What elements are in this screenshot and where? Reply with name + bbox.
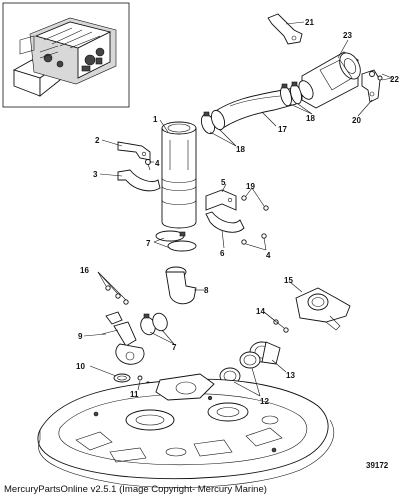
part-6-strap bbox=[205, 211, 245, 233]
part-2-bracket bbox=[117, 141, 151, 161]
part-12-gaskets bbox=[219, 351, 261, 385]
part-10-gasket bbox=[113, 373, 131, 383]
callout-8: 8 bbox=[204, 286, 209, 295]
callout-13: 13 bbox=[286, 371, 295, 380]
callout-12: 12 bbox=[260, 397, 269, 406]
callout-21: 21 bbox=[305, 18, 314, 27]
part-20-22-bracket bbox=[361, 69, 383, 103]
callout-18: 18 bbox=[236, 145, 245, 154]
callout-1: 1 bbox=[153, 115, 158, 124]
callout-22: 22 bbox=[390, 75, 399, 84]
callout-15: 15 bbox=[284, 276, 293, 285]
engine-thumbnail bbox=[2, 2, 130, 108]
callout-20: 20 bbox=[352, 116, 361, 125]
part-5-bracket bbox=[205, 189, 237, 211]
callout-6: 6 bbox=[220, 249, 225, 258]
callout-19: 19 bbox=[246, 182, 255, 191]
part-23-muffler bbox=[298, 51, 361, 109]
base-manifold bbox=[37, 373, 335, 488]
callout-4: 4 bbox=[266, 251, 271, 260]
callout-7: 7 bbox=[172, 343, 177, 352]
copyright-notice: MercuryPartsOnline v2.5.1 (Image Copyrig… bbox=[4, 484, 267, 495]
callout-9: 9 bbox=[78, 332, 83, 341]
callout-labels: 1 2 3 4 4 5 6 7 7 8 9 10 11 12 13 14 15 … bbox=[76, 18, 399, 406]
callout-17: 17 bbox=[278, 125, 287, 134]
part-16-bolts bbox=[105, 285, 129, 305]
part-19-bolts bbox=[241, 195, 269, 211]
callout-16: 16 bbox=[80, 266, 89, 275]
part-8-elbow-hose bbox=[165, 266, 197, 305]
callout-18: 18 bbox=[306, 114, 315, 123]
part-4-bolt-left bbox=[145, 159, 151, 171]
figure-number: 39172 bbox=[366, 461, 389, 470]
part-21-bracket bbox=[267, 13, 303, 45]
part-7-clamps-lower bbox=[140, 312, 168, 336]
part-7-clamps-middle bbox=[155, 230, 197, 252]
part-18-clamps-upper bbox=[280, 81, 302, 107]
callout-10: 10 bbox=[76, 362, 85, 371]
callout-5: 5 bbox=[221, 178, 226, 187]
callout-3: 3 bbox=[93, 170, 98, 179]
callout-7: 7 bbox=[146, 239, 151, 248]
callout-2: 2 bbox=[95, 136, 100, 145]
part-18-clamps-left bbox=[200, 109, 226, 135]
part-1-exhaust-pipe bbox=[161, 121, 197, 229]
part-17-exhaust-hose bbox=[213, 87, 297, 131]
part-15-flange bbox=[295, 287, 351, 331]
callout-4: 4 bbox=[155, 159, 160, 168]
part-4-bolts-right bbox=[241, 233, 267, 245]
callout-11: 11 bbox=[130, 390, 139, 399]
leader-lines bbox=[83, 21, 393, 397]
callout-23: 23 bbox=[343, 31, 352, 40]
part-9-valve bbox=[101, 311, 145, 365]
part-3-strap bbox=[117, 169, 161, 192]
callout-14: 14 bbox=[256, 307, 265, 316]
